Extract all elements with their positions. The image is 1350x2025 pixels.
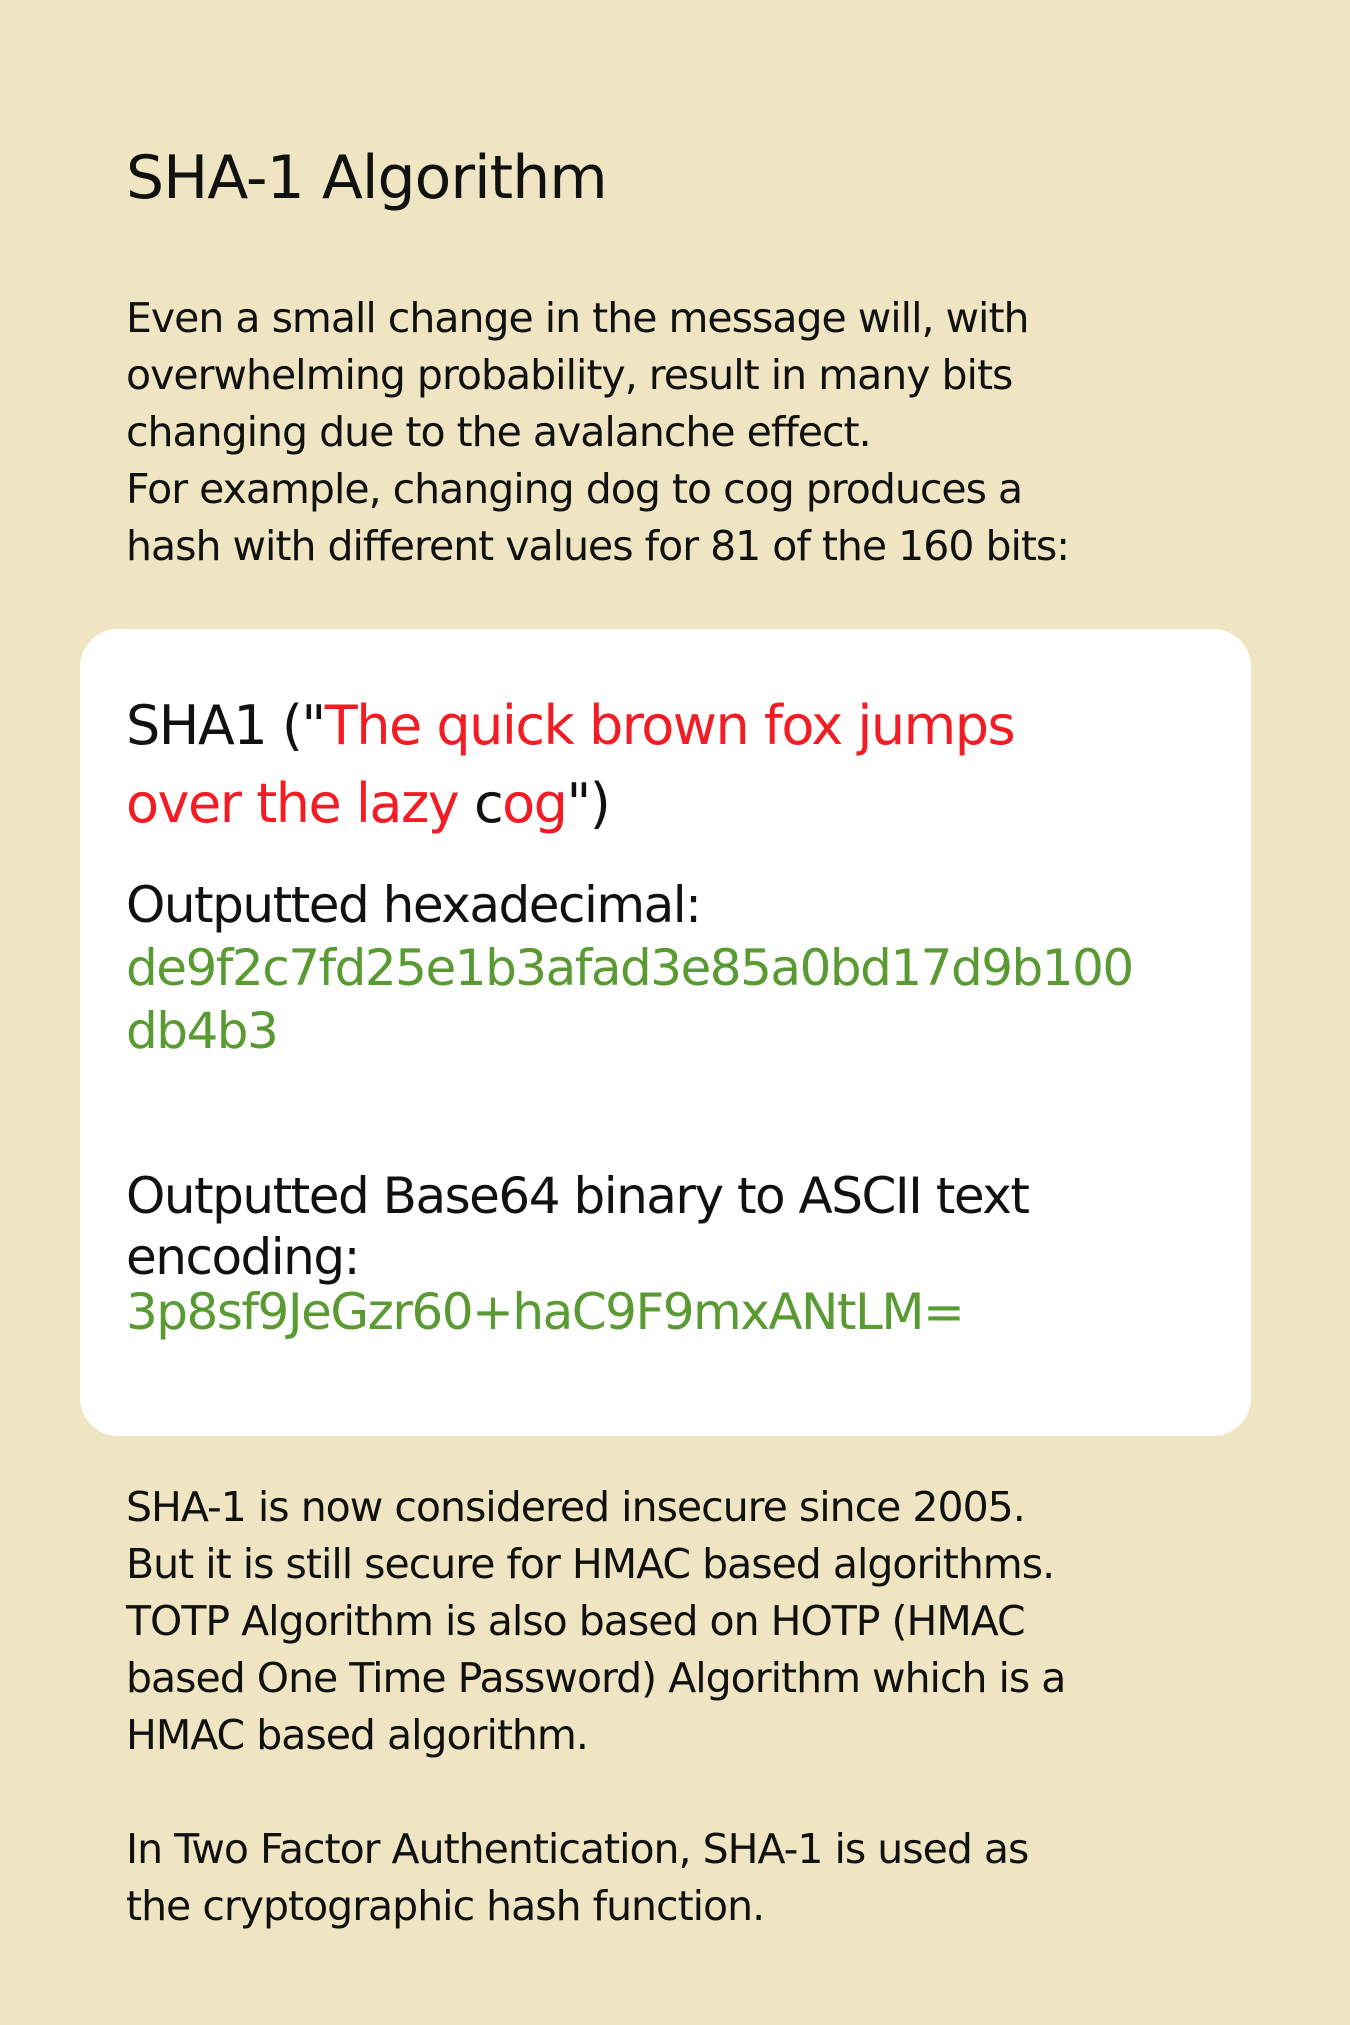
message-text-tail: og [502,772,568,835]
message-text-line2: over the lazy [126,772,474,835]
changed-character: c [473,772,504,835]
hex-label: Outputted hexadecimal: [126,876,702,934]
sha1-suffix: ") [566,772,610,835]
message-text-line1: The quick brown fox jumps [324,694,1016,757]
outro-line: HMAC based algorithm. [126,1711,589,1759]
outro-line: But it is still secure for HMAC based al… [126,1540,1055,1588]
intro-line: Even a small change in the message will,… [126,294,1030,342]
hex-value-line2: db4b3 [126,1002,279,1060]
outro-line: SHA-1 is now considered insecure since 2… [126,1483,1026,1531]
base64-value: 3p8sf9JeGzr60+haC9F9mxANtLM= [126,1283,965,1341]
closing-text: SHA-1 is now considered insecure since 2… [126,1479,1276,1935]
sha1-prefix: SHA1 (" [126,694,326,757]
sha1-call-line1: SHA1 ("The quick brown fox jumps [126,687,1016,765]
outro-line: based One Time Password) Algorithm which… [126,1654,1066,1702]
base64-label-line2: encoding: [126,1228,360,1286]
base64-label-line1: Outputted Base64 binary to ASCII text [126,1167,1030,1225]
page-title: SHA-1 Algorithm [126,143,608,213]
intro-line: overwhelming probability, result in many… [126,351,1013,399]
hash-example-card: SHA1 ("The quick brown fox jumps over th… [80,629,1251,1436]
outro-line: the cryptographic hash function. [126,1882,765,1930]
sha1-call-line2: over the lazy cog") [126,765,1014,843]
intro-line: changing due to the avalanche effect. [126,408,872,456]
sha1-call: SHA1 ("The quick brown fox jumps over th… [126,687,1016,843]
outro-line: In Two Factor Authentication, SHA-1 is u… [126,1825,1029,1873]
intro-line: hash with different values for 81 of the… [126,522,1070,570]
outro-line: TOTP Algorithm is also based on HOTP (HM… [126,1597,1026,1645]
paragraph-gap [126,1764,1276,1821]
intro-line: For example, changing dog to cog produce… [126,465,1023,513]
hex-value-line1: de9f2c7fd25e1b3afad3e85a0bd17d9b100 [126,939,1134,997]
intro-paragraph: Even a small change in the message will,… [126,290,1236,575]
